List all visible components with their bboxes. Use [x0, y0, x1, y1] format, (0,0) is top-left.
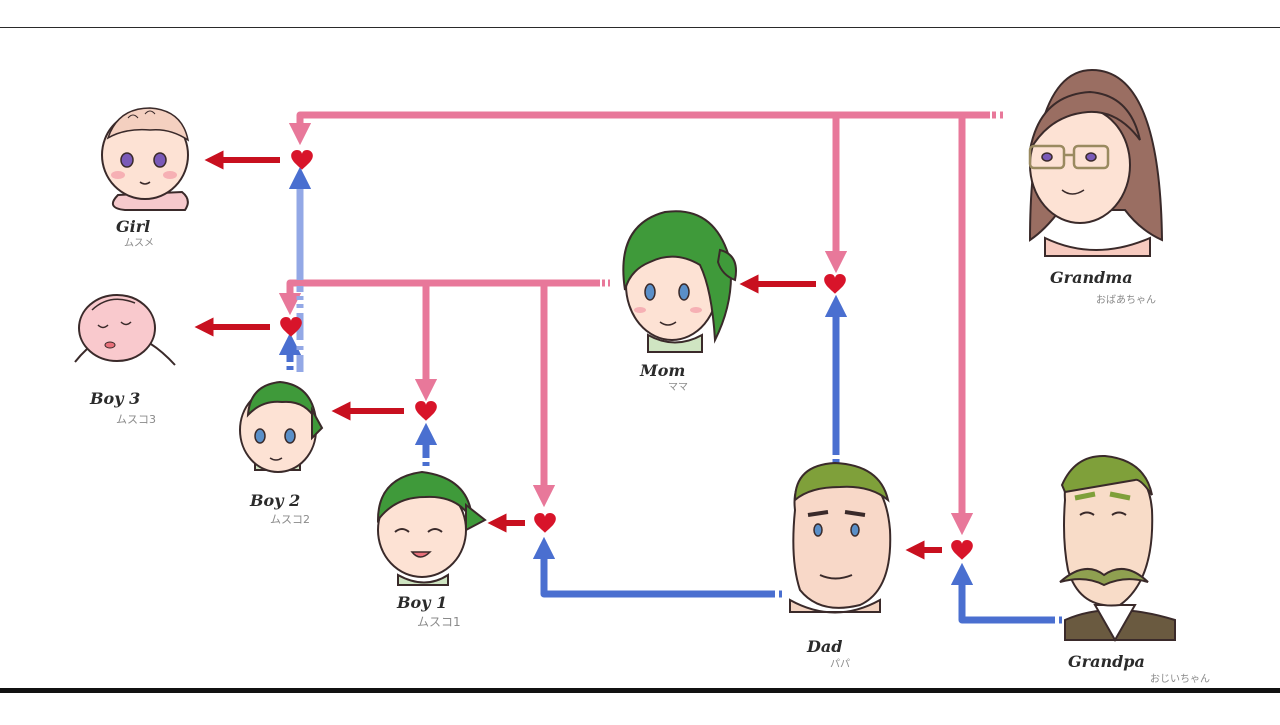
pink-lines — [278, 111, 990, 536]
heart-girl — [291, 149, 313, 170]
mom-illustration — [622, 210, 737, 353]
grandma-label: Grandma — [1050, 268, 1133, 287]
heart-dad — [951, 539, 973, 560]
dad-label-jp: パパ — [830, 658, 850, 670]
grandpa-to-dad-heart — [950, 562, 1055, 624]
grandma-main-line — [288, 111, 990, 146]
boy1-illustration — [376, 470, 487, 586]
grandma-label-jp: おばあちゃん — [1096, 294, 1156, 306]
blue-lines — [278, 166, 1055, 624]
boy3-label: Boy 3 — [89, 389, 140, 408]
pink-dash-ends — [602, 111, 1003, 287]
girl-label-jp: ムスメ — [124, 237, 154, 249]
mom-label-jp: ママ — [668, 382, 688, 393]
heart-mom — [824, 273, 846, 294]
grandpa-label-jp: おじいちゃん — [1150, 673, 1210, 685]
boy3-illustration — [74, 294, 176, 366]
heart-boy1 — [534, 512, 556, 533]
dad-label: Dad — [806, 637, 842, 656]
girl-illustration — [101, 107, 190, 211]
grandpa-illustration — [1059, 454, 1176, 643]
boy3-label-jp: ムスコ3 — [116, 413, 156, 426]
dad-to-boy1-heart — [532, 536, 775, 598]
red-arrows — [194, 150, 942, 560]
grandma-illustration — [1028, 68, 1164, 257]
labels: Girl ムスメ Boy 3 ムスコ3 Boy 2 ムスコ2 Boy 1 ムスコ… — [89, 217, 1210, 685]
grandpa-label: Grandpa — [1068, 652, 1145, 671]
bottom-letterbox — [0, 688, 1280, 725]
mom-label: Mom — [639, 361, 685, 380]
mom-main-line — [278, 279, 600, 316]
top-letterbox — [0, 0, 1280, 28]
boy2-label-jp: ムスコ2 — [270, 513, 310, 526]
boy2-illustration — [239, 380, 324, 473]
heart-boy2 — [415, 400, 437, 421]
girl-label: Girl — [116, 217, 150, 236]
dad-illustration — [789, 461, 892, 614]
boy1-label: Boy 1 — [396, 593, 447, 612]
boy1-label-jp: ムスコ1 — [417, 615, 461, 629]
boy2-label: Boy 2 — [249, 491, 300, 510]
